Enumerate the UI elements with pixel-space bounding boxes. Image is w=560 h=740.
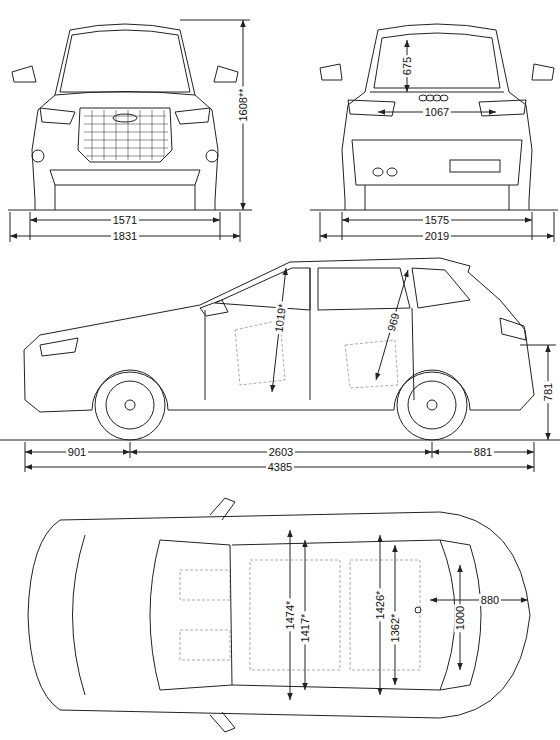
dimension-label: 1575 [423, 214, 451, 226]
front-view [8, 20, 252, 242]
dimension-label: 1362* [389, 612, 401, 645]
dimension-label: 675 [401, 55, 413, 77]
side-view [0, 258, 560, 472]
dimension-label: 1474* [284, 599, 296, 632]
top-view [28, 498, 530, 732]
dimension-label: 4385 [266, 461, 294, 473]
dimension-label: 880 [479, 594, 501, 606]
dimension-label: 1831 [111, 230, 139, 242]
dimension-label: 1426* [374, 589, 386, 622]
dimension-label: 901 [66, 446, 88, 458]
dimension-label: 1571 [111, 214, 139, 226]
dimension-label: 1608** [237, 86, 249, 123]
dimension-label: 1417* [299, 612, 311, 645]
dimension-label: 1067 [423, 106, 451, 118]
dimension-label: 1000 [454, 604, 466, 632]
dimension-label: 2019 [423, 230, 451, 242]
dimension-label: 781 [542, 381, 554, 403]
rear-view [310, 24, 558, 242]
dimension-label: 1019* [272, 301, 288, 335]
dimension-label: 2603 [267, 446, 295, 458]
dimension-label: 881 [472, 446, 494, 458]
dimension-label: 969 [384, 310, 402, 335]
